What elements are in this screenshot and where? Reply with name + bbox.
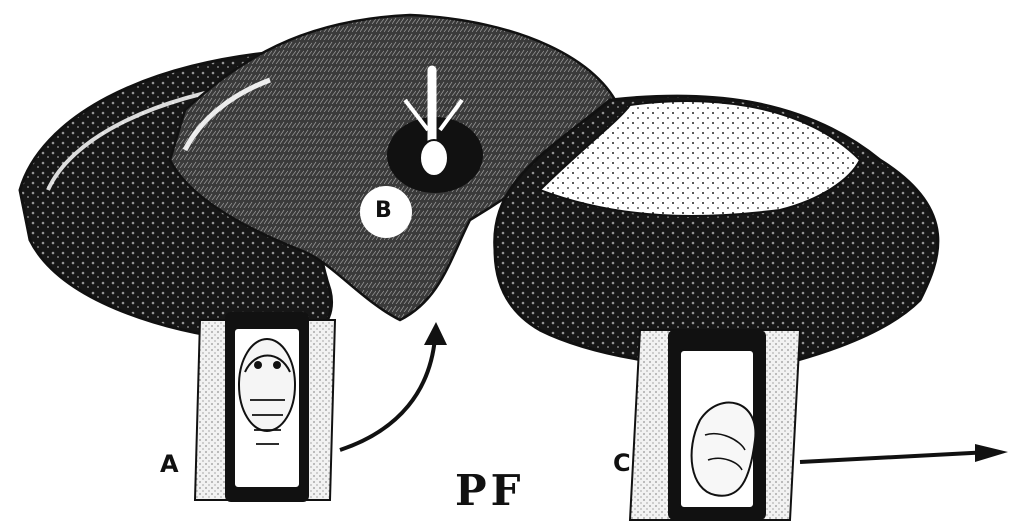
gall-c [495,96,938,370]
arrow-c-out [800,444,1008,462]
label-c: C [613,451,631,475]
arrow-a-to-b [340,322,447,450]
figure-caption: PF [455,470,524,512]
label-a: A [160,452,179,476]
label-b: B [375,200,392,222]
